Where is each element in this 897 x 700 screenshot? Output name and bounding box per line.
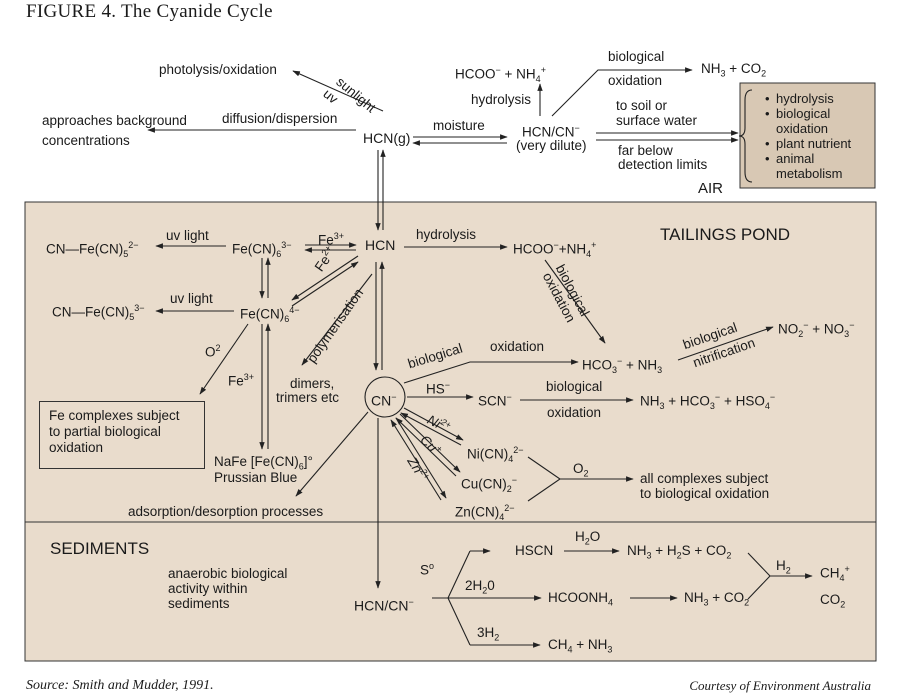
arrow-bio-oxidation-air (551, 67, 693, 117)
arrow-cu-b (395, 417, 457, 477)
cn-center: CN− (371, 392, 397, 409)
scn-bio-label: biological (546, 379, 603, 394)
sediment-hcn-cn: HCN/CN− (354, 597, 414, 614)
o2-label: O2 (205, 343, 221, 360)
arrow-hco3-nitrif (677, 326, 774, 361)
fe-complexes-box: Fe complexes subject to partial biologic… (39, 401, 205, 469)
hcn-cn-air: HCN/CN− (522, 123, 580, 140)
fe3-label: Fe3+ (318, 231, 345, 248)
sediment-branch-lines (432, 550, 471, 646)
pond-hcn: HCN (365, 237, 396, 253)
hs-label: HS− (426, 380, 451, 397)
s0-label: So (420, 561, 435, 578)
arrow-fe2-b (291, 261, 359, 307)
fe-box-line: oxidation (49, 440, 104, 455)
air-nh3-co2: NH3 + CO2 (701, 61, 767, 79)
cn-fe-complex-3: CN—Fe(CN)52− (46, 240, 139, 260)
photolysis-label: photolysis/oxidation (159, 62, 277, 77)
ch4-product: CH4+ (820, 564, 850, 584)
two-h2o-label: 2H20 (465, 578, 495, 596)
cu-complex: Cu(CN)2− (461, 475, 518, 495)
air-box-item: biological oxidation (765, 106, 856, 136)
arrow-zn-a (395, 417, 447, 499)
all-complexes-2: to biological oxidation (640, 486, 770, 501)
arrow-ni-a (403, 407, 464, 441)
cn-ox-label: oxidation (490, 339, 545, 354)
arrow-to-fe-box (199, 323, 249, 395)
anaerobic-2: activity within (168, 581, 248, 596)
air-biological-label: biological (608, 49, 665, 64)
ferrocyanide: Fe(CN)64− (240, 305, 300, 325)
air-box-brace (738, 89, 753, 183)
air-box-item: plant nutrient (765, 136, 870, 151)
air-box-list: hydrolysis biological oxidation plant nu… (760, 91, 870, 181)
all-complexes-1: all complexes subject (640, 471, 769, 486)
zn-complex: Zn(CN)42− (455, 503, 515, 523)
air-oxidation-label: oxidation (608, 73, 663, 88)
to-soil-label-1: to soil or (616, 98, 668, 113)
far-below-label-1: far below (618, 143, 673, 158)
air-box-item: animal metabolism (765, 151, 856, 181)
source-caption: Source: Smith and Mudder, 1991. (26, 678, 214, 693)
fe-box-line: Fe complexes subject (49, 408, 180, 423)
scn: SCN− (478, 392, 512, 409)
very-dilute-label: (very dilute) (516, 138, 587, 153)
no2-no3: NO2− + NO3− (778, 320, 855, 340)
background-label-2: concentrations (42, 133, 130, 148)
air-formate-ammonium: HCOO− + NH4+ (455, 65, 546, 85)
dimers-label-2: trimers etc (276, 390, 340, 405)
cn-node-circle (364, 376, 406, 418)
figure-title: FIGURE 4. The Cyanide Cycle (26, 1, 273, 22)
arrow-pond-bio-ox (544, 259, 606, 344)
arrow-fe2-a (291, 255, 359, 301)
air-box-item: hydrolysis (765, 91, 870, 106)
credit-caption: Courtesy of Environment Australia (689, 678, 871, 693)
arrow-cn-bio-ox (403, 359, 579, 384)
far-below-label-2: detection limits (618, 157, 708, 172)
scn-products: NH3 + HCO3− + HSO4− (640, 392, 776, 412)
adsorption-label: adsorption/desorption processes (128, 504, 324, 519)
tailings-pond-label: TAILINGS POND (660, 225, 791, 244)
arrow-ni-b (400, 412, 462, 446)
fe-box-line: to partial biological (49, 424, 161, 439)
moisture-label: moisture (433, 118, 485, 133)
sediments-label: SEDIMENTS (50, 539, 150, 558)
hcoonh4: HCOONH4 (548, 590, 614, 608)
arrow-to-photolysis (292, 70, 384, 112)
uv-light-label-2: uv light (170, 291, 213, 306)
cn-fe-complex-4: CN—Fe(CN)53− (52, 303, 145, 323)
hco3-nh3: HCO3− + NH3 (582, 356, 663, 376)
scn-ox-label: oxidation (547, 405, 602, 420)
prussian-blue-label: Prussian Blue (214, 470, 298, 485)
sediment-products-2: NH3 + CO2 (684, 590, 750, 608)
hcn-gas: HCN(g) (363, 130, 411, 146)
arrow-zn-b (390, 419, 442, 501)
anaerobic-3: sediments (168, 596, 230, 611)
air-label: AIR (698, 180, 724, 197)
prussian-formula: NaFe [Fe(CN)6]° (214, 454, 313, 472)
o2-label-b: O2 (573, 461, 589, 479)
arrow-cu-a (399, 413, 461, 473)
pond-hydrolysis-label: hydrolysis (416, 227, 477, 242)
h2-label: H2 (776, 558, 791, 576)
uv-light-label-1: uv light (166, 228, 209, 243)
ni-complex: Ni(CN)42− (467, 445, 524, 465)
ch4-nh3: CH4 + NH3 (548, 637, 613, 655)
sediment-products-1: NH3 + H2S + CO2 (627, 543, 732, 561)
arrow-cn-adsorption (295, 411, 369, 497)
ferricyanide: Fe(CN)63− (232, 240, 292, 260)
hscn: HSCN (515, 543, 554, 558)
background-label-1: approaches background (42, 113, 187, 128)
three-h2-label: 3H2 (477, 625, 500, 643)
air-hydrolysis-label: hydrolysis (471, 92, 532, 107)
anaerobic-1: anaerobic biological (168, 566, 288, 581)
pond-formate-ammonium: HCOO−+NH4+ (513, 240, 597, 260)
dimers-label-1: dimers, (290, 376, 335, 391)
to-soil-label-2: surface water (616, 113, 698, 128)
fe3-label-b: Fe3+ (228, 372, 255, 389)
diffusion-label: diffusion/dispersion (222, 111, 338, 126)
arrow-polymerisation (301, 273, 373, 366)
co2-product: CO2 (820, 592, 846, 610)
h2o-label: H2O (575, 529, 601, 547)
